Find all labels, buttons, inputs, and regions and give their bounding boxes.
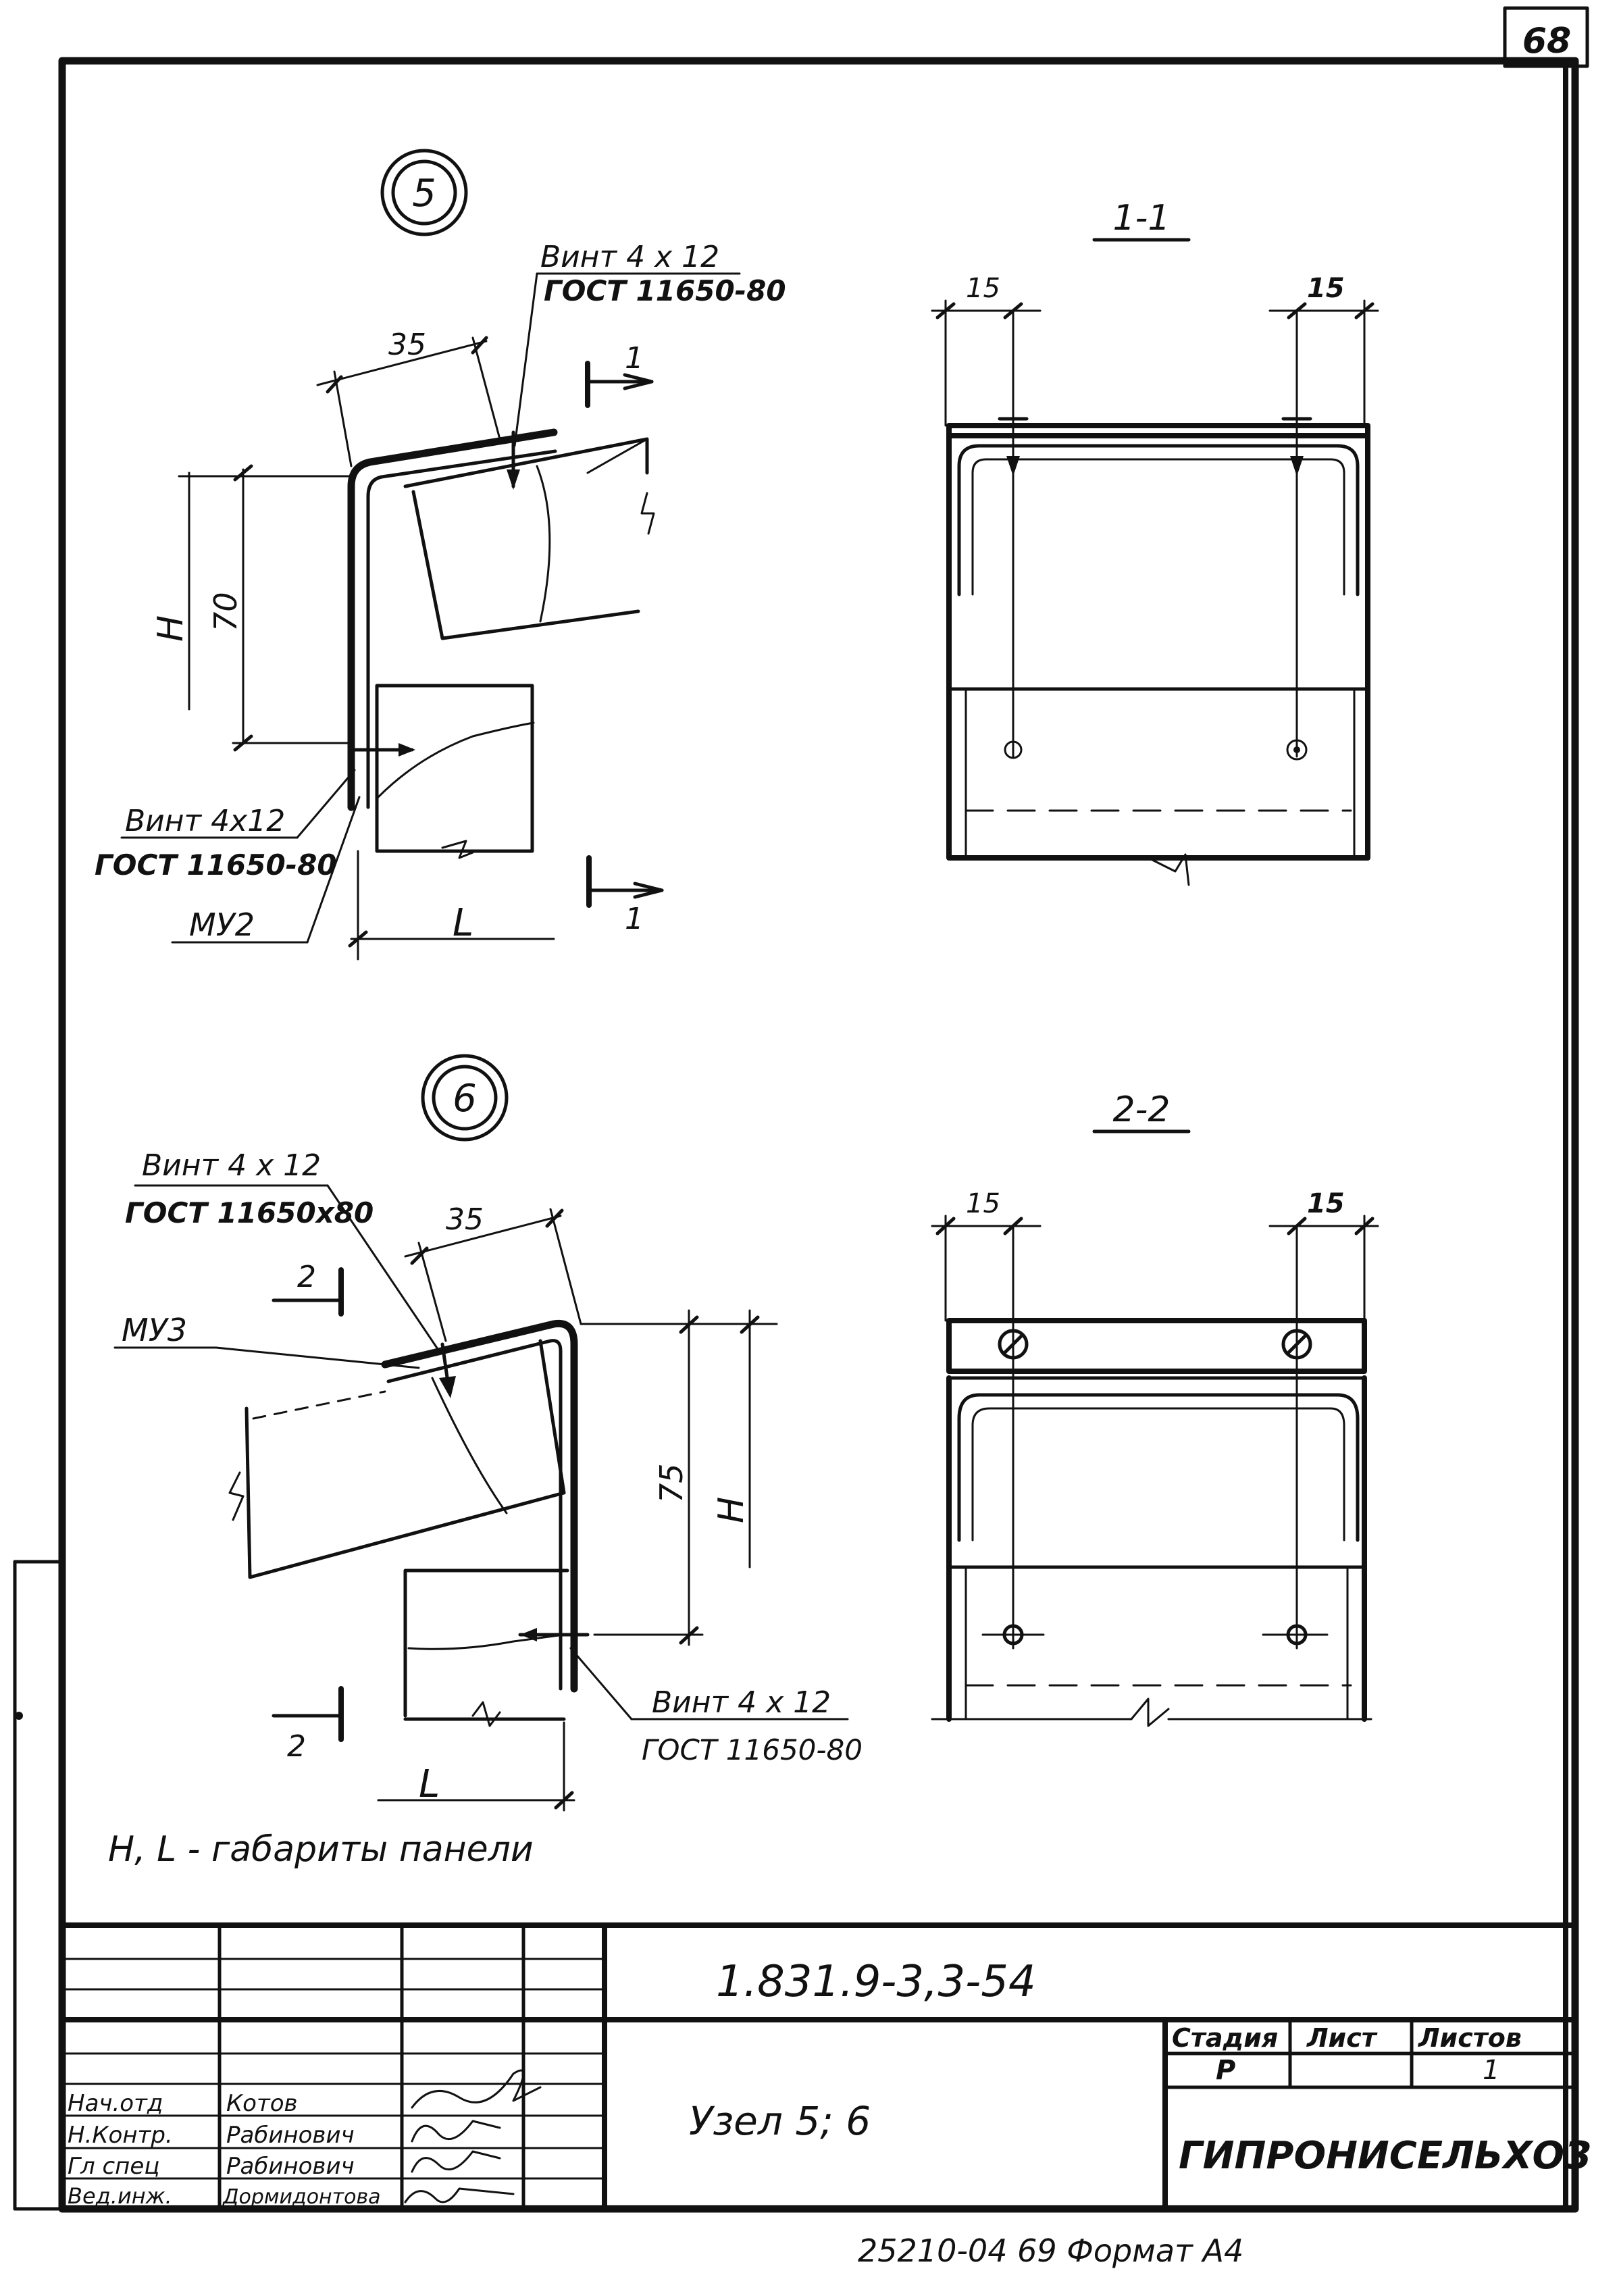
section-1-1-title: 1-1 bbox=[1113, 198, 1171, 238]
name-1: Рабинович bbox=[226, 2122, 355, 2149]
node-6-dim-L: L bbox=[419, 1762, 440, 1806]
node-6-screw-top-line2: ГОСТ 11650x80 bbox=[125, 1196, 374, 1229]
node-6-dim-35: 35 bbox=[446, 1202, 484, 1237]
section-1-1-drawing bbox=[931, 238, 1379, 886]
section-1-1-dim-right: 15 bbox=[1307, 273, 1345, 304]
node-5-label: 5 bbox=[412, 172, 436, 215]
signature-dormidontova bbox=[404, 2187, 515, 2203]
stage-header: Стадия bbox=[1172, 2023, 1278, 2053]
node-5-screw-bottom-line1: Винт 4x12 bbox=[125, 804, 285, 838]
role-3: Вед.инж. bbox=[68, 2183, 172, 2209]
section-2-2-title: 2-2 bbox=[1113, 1090, 1171, 1130]
node-6-dim-75: 75 bbox=[653, 1463, 690, 1503]
section-2-2-dim-right: 15 bbox=[1307, 1188, 1345, 1219]
sheets-header: Листов bbox=[1418, 2023, 1522, 2053]
name-0: Котов bbox=[226, 2090, 298, 2117]
node-5-drawing: 5 bbox=[120, 149, 741, 961]
node-5-screw-bottom-line2: ГОСТ 11650-80 bbox=[95, 848, 337, 882]
node-6-dim-H: H bbox=[711, 1497, 752, 1523]
name-3: Дормидонтова bbox=[222, 2185, 381, 2209]
signature-kotov bbox=[411, 2069, 542, 2109]
node-5-cut-1-bottom: 1 bbox=[625, 902, 644, 936]
section-2-2-drawing bbox=[931, 1129, 1379, 1727]
node-6-cut-2-top: 2 bbox=[297, 1260, 316, 1294]
node-6-part-MU3: МУ3 bbox=[122, 1312, 187, 1348]
node-5-part-MU2: МУ2 bbox=[189, 907, 255, 943]
node-6-label: 6 bbox=[453, 1077, 477, 1121]
node-5-dim-35: 35 bbox=[388, 328, 426, 362]
node-5-screw-top-line1: Винт 4 x 12 bbox=[540, 240, 719, 274]
section-1-1-dim-left: 15 bbox=[966, 273, 1000, 304]
sheet-number: 68 bbox=[1522, 21, 1571, 61]
node-5-dim-70: 70 bbox=[207, 592, 244, 632]
role-2: Гл спец bbox=[68, 2153, 159, 2180]
name-2: Рабинович bbox=[226, 2153, 355, 2180]
drawing-title: Узел 5; 6 bbox=[689, 2098, 871, 2144]
sheets-value: 1 bbox=[1483, 2055, 1499, 2086]
node-5-dim-L: L bbox=[453, 901, 473, 945]
node-6-cut-2-bottom: 2 bbox=[287, 1729, 306, 1764]
doc-code: 1.831.9-3,3-54 bbox=[716, 1957, 1036, 2007]
role-0: Нач.отд bbox=[68, 2090, 163, 2117]
dimensions-note: H, L - габариты панели bbox=[108, 1829, 534, 1870]
node-6-screw-bottom-line2: ГОСТ 11650-80 bbox=[642, 1733, 863, 1766]
title-block bbox=[59, 1922, 1578, 2212]
node-5-cut-1-top: 1 bbox=[625, 341, 644, 376]
org-name: ГИПРОНИСЕЛЬХОЗ bbox=[1179, 2134, 1591, 2178]
stage-value: Р bbox=[1216, 2055, 1235, 2086]
node-6-screw-top-line1: Винт 4 x 12 bbox=[142, 1148, 321, 1183]
node-5-screw-top-line2: ГОСТ 11650-80 bbox=[544, 274, 786, 307]
sheet-frame bbox=[13, 6, 1589, 2213]
section-2-2-dim-left: 15 bbox=[966, 1188, 1000, 1219]
role-1: Н.Контр. bbox=[68, 2122, 173, 2149]
signature-rabinovich-2 bbox=[411, 2150, 501, 2173]
node-5-dim-H: H bbox=[151, 615, 191, 642]
node-6-screw-bottom-line1: Винт 4 x 12 bbox=[652, 1685, 831, 1720]
sheet-header: Лист bbox=[1306, 2023, 1378, 2053]
node-6-drawing: 6 bbox=[113, 1054, 849, 1812]
footer-text: 25210-04 69 Формат А4 bbox=[858, 2233, 1243, 2269]
signature-rabinovich-1 bbox=[411, 2120, 501, 2143]
